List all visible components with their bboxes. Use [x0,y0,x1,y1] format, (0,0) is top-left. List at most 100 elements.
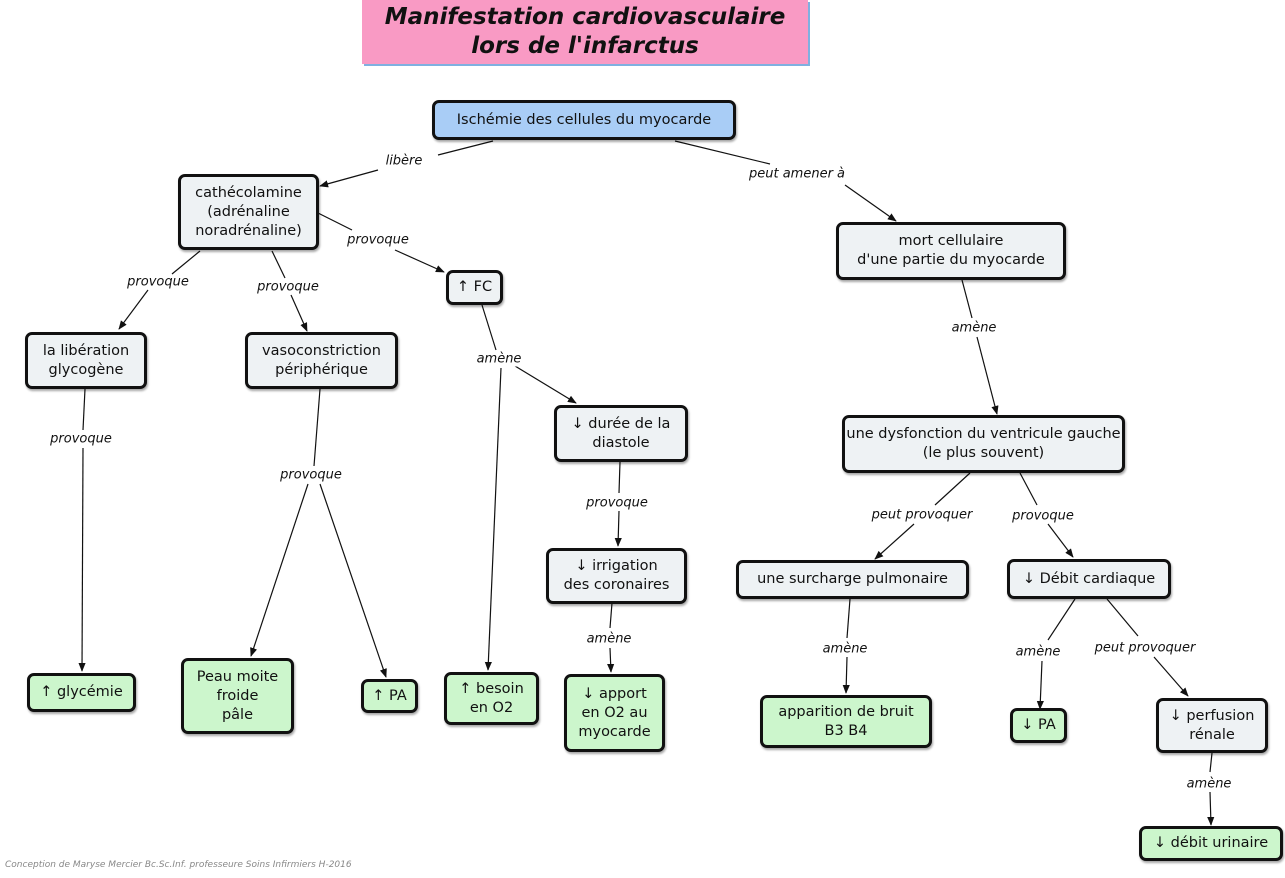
node-duree-diastole: ↓ durée de la diastole [554,405,688,462]
link-label-amene-mort: amène [949,320,999,336]
connector [1209,752,1213,773]
connector [271,250,286,279]
node-line: la libération [42,342,130,359]
node-line: pâle [221,706,254,723]
node-line: ↓ PA [1021,717,1056,733]
node-line: vasoconstriction [262,342,381,359]
node-line: ↑ besoin [459,680,524,697]
node-pa-down: ↓ PA [1010,708,1067,743]
node-line: glycogène [48,361,124,378]
link-label-libere: libère [383,153,425,169]
node-peau-moite: Peau moite froide pâle [181,658,294,734]
arrow [514,365,577,404]
arrow [842,656,850,694]
link-label-amene-fc: amène [474,351,524,367]
connector [961,279,973,319]
node-line: périphérique [275,361,368,378]
node-line: en O2 [469,699,514,716]
link-label-amene-perfusion: amène [1184,776,1234,792]
connector [481,304,497,351]
arrow [319,483,387,678]
arrow [394,249,445,273]
arrow [290,294,308,332]
connector [82,388,86,431]
node-line: ↓ irrigation [575,558,658,574]
link-label-provoque-liberation: provoque [125,274,191,290]
connector [313,388,321,467]
title-line-2: lors de l'infarctus [471,33,699,59]
link-label-provoque-fc: provoque [345,232,411,248]
link-label-peut-amener: peut amener à [746,166,848,182]
node-dysfonction-ventricule: une dysfonction du ventricule gauche (le… [842,415,1125,473]
arrow [118,289,149,330]
node-line: cathécolamine [195,184,302,201]
node-line: Ischémie des cellules du myocarde [456,111,712,128]
connector [674,140,771,165]
node-line: une dysfonction du ventricule gauche [846,426,1121,442]
arrow [614,510,622,547]
diagram-title: Manifestation cardiovasculaire lors de l… [362,0,808,64]
node-line: ↓ débit urinaire [1153,835,1269,851]
node-ischemie: Ischémie des cellules du myocarde [432,100,736,140]
connector [1106,598,1139,637]
link-label-amene-bruit: amène [820,641,870,657]
node-pa-up: ↑ PA [361,679,418,713]
arrow [78,447,86,672]
connector [934,472,971,506]
node-surcharge-pulmonaire: une surcharge pulmonaire [736,560,969,599]
arrow [1047,523,1074,558]
node-line: ↓ durée de la [571,415,671,432]
link-label-peut-provoquer-perfusion: peut provoquer [1092,640,1198,656]
arrow [1036,660,1044,710]
arrow [250,483,309,657]
link-label-provoque-glycemie: provoque [48,431,114,447]
arrow [1207,791,1215,826]
node-line: diastole [592,434,650,451]
arrow [1153,656,1189,697]
node-line: ↑ PA [372,687,407,704]
node-line: ↓ apport [582,685,647,702]
link-label-provoque-diastole: provoque [584,495,650,511]
node-line: apparition de bruit [778,703,914,720]
node-line: rénale [1189,726,1235,743]
link-label-provoque-debit: provoque [1010,508,1076,524]
node-debit-cardiaque: ↓ Débit cardiaque [1007,559,1171,599]
node-line: Peau moite [196,668,279,685]
node-besoin-o2: ↑ besoin en O2 [444,672,539,725]
title-line-1: Manifestation cardiovasculaire [384,4,786,30]
link-label-amene-pa: amène [1013,644,1063,660]
node-line: d'une partie du myocarde [857,252,1045,268]
node-line: froide [216,687,259,704]
credit-footer: Conception de Maryse Mercier Bc.Sc.Inf. … [5,860,352,870]
connector [618,461,621,494]
node-debit-urinaire: ↓ débit urinaire [1139,826,1283,861]
node-line: ↓ Débit cardiaque [1022,570,1156,587]
arrow [484,367,502,671]
node-line: ↓ perfusion [1169,707,1255,724]
node-vasoconstriction: vasoconstriction périphérique [245,332,398,389]
link-label-amene-irrigation: amène [584,631,634,647]
node-line: B3 B4 [824,722,868,739]
connector [1019,472,1038,506]
connector [437,140,494,156]
link-label-provoque-vaso: provoque [255,279,321,295]
connector [171,250,201,275]
node-line: myocarde [578,723,651,740]
node-line: ↑ FC [456,279,493,295]
node-apport-o2: ↓ apport en O2 au myocarde [564,674,665,752]
arrow [607,647,615,673]
node-mort-cellulaire: mort cellulaire d'une partie du myocarde [836,222,1066,280]
node-line: en O2 au [581,704,648,721]
node-line: une surcharge pulmonaire [757,571,948,587]
node-catecholamine: cathécolamine (adrénaline noradrénaline) [178,174,319,250]
link-label-peut-provoquer-surcharge: peut provoquer [869,507,975,523]
connector [846,598,851,639]
arrow [319,169,379,188]
arrow [976,336,999,415]
node-line: (adrénaline [207,203,290,220]
arrow [874,523,915,560]
node-line: (le plus souvent) [922,445,1045,461]
node-line: mort cellulaire [898,233,1004,249]
node-irrigation-coronaires: ↓ irrigation des coronaires [546,548,687,604]
